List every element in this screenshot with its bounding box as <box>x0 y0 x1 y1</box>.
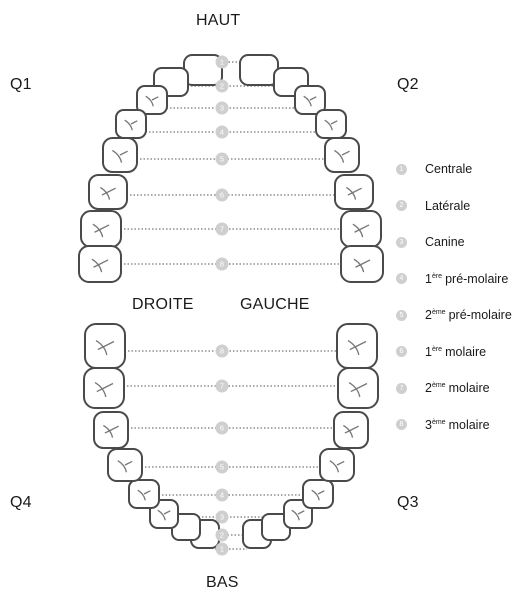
tooth-number-label: 8 <box>220 347 224 356</box>
legend-number-badge: 7 <box>396 383 407 394</box>
tooth-number-label: 3 <box>220 513 224 522</box>
tooth-number-label: 1 <box>220 58 224 67</box>
tooth-number-label: 6 <box>220 424 224 433</box>
tooth-number-label: 5 <box>220 463 224 472</box>
upper-left-tooth-1 <box>240 55 278 85</box>
tooth-number-label: 3 <box>220 104 224 113</box>
tooth-number-label: 4 <box>220 128 224 137</box>
legend-text: Canine <box>425 235 465 249</box>
legend-number-badge: 5 <box>396 310 407 321</box>
legend-number-badge: 4 <box>396 273 407 284</box>
legend-item: 2 Latérale <box>396 188 530 225</box>
tooth-number-label: 2 <box>220 82 224 91</box>
tooth-number-label: 4 <box>220 491 224 500</box>
tooth-number-label: 8 <box>220 260 224 269</box>
tooth-number-label: 7 <box>220 382 224 391</box>
legend-number-badge: 8 <box>396 419 407 430</box>
legend-item: 3 Canine <box>396 224 530 261</box>
legend-text: Centrale <box>425 162 472 176</box>
legend-number-badge: 6 <box>396 346 407 357</box>
legend-number-badge: 1 <box>396 164 407 175</box>
tooth-number-label: 6 <box>220 191 224 200</box>
tooth-number-label: 2 <box>220 531 224 540</box>
legend-text: Latérale <box>425 199 470 213</box>
tooth-number-label: 5 <box>220 155 224 164</box>
legend-number-badge: 3 <box>396 237 407 248</box>
tooth-number-label: 7 <box>220 225 224 234</box>
legend-number-badge: 2 <box>396 200 407 211</box>
legend-item: 1 Centrale <box>396 151 530 188</box>
tooth-number-label: 1 <box>220 545 224 554</box>
